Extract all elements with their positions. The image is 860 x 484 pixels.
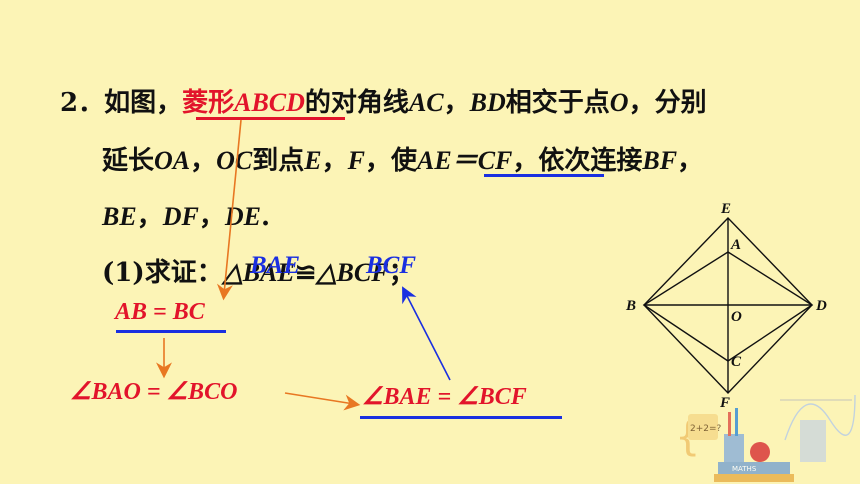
arrow-angle-to-angle xyxy=(284,392,361,411)
problem-number: 2．如图， xyxy=(60,88,183,118)
step1-underline xyxy=(116,330,226,333)
problem-line-1: 2．如图，菱形ABCD的对角线AC，BD相交于点O，分别 xyxy=(60,88,707,118)
rhombus-underline xyxy=(196,117,345,120)
label-c: C xyxy=(731,354,742,370)
math-clipart: { 2+2=? MATHS xyxy=(675,394,856,482)
graph-curve xyxy=(784,394,856,441)
condition-ae-cf: AE＝CF xyxy=(417,146,513,175)
condition-underline xyxy=(484,174,604,177)
step-angle-bao-bco: ∠BAO = ∠BCO xyxy=(70,379,238,405)
pencil-cup-icon xyxy=(724,434,744,464)
seg-be: BE xyxy=(102,202,137,231)
punct: ； xyxy=(388,258,415,288)
label-b: B xyxy=(625,298,636,314)
punct: ， xyxy=(198,202,225,232)
label-e: E xyxy=(720,201,731,217)
seg-ac: AC xyxy=(408,88,444,117)
note-card xyxy=(688,414,718,440)
arrow-angle-to-triangle xyxy=(402,286,451,381)
label-o: O xyxy=(731,309,742,325)
punct: ， xyxy=(677,146,704,176)
seg-oa: OA xyxy=(154,146,191,175)
seg-bd: BD xyxy=(469,88,506,117)
pencil-icon xyxy=(735,408,738,436)
label-a: A xyxy=(730,237,741,253)
step-ab-eq-bc: AB = BC xyxy=(115,299,205,325)
book-icon xyxy=(718,462,790,474)
step3-underline xyxy=(360,416,562,419)
text-connect: ，依次连接 xyxy=(512,146,643,176)
seg-oc: OC xyxy=(216,146,253,175)
overlay-bae: BAE xyxy=(250,252,301,279)
overlay-bcf: BCF xyxy=(366,252,417,279)
label-f: F xyxy=(719,395,730,411)
text-respectively: ，分别 xyxy=(628,88,707,118)
point-f: F xyxy=(347,146,365,175)
pencil-icon xyxy=(728,412,731,436)
point-o: O xyxy=(609,88,629,117)
part-1: (1)求证：△BAE≌△BCF； xyxy=(102,258,415,288)
text-intersect: 相交于点 xyxy=(505,88,610,118)
note-text: 2+2=? xyxy=(690,424,722,434)
seg-df: DF xyxy=(162,202,199,231)
arrow-rhombus-to-ab xyxy=(216,119,242,301)
label-d: D xyxy=(815,298,827,314)
punct: ， xyxy=(321,146,348,176)
text-make: ，使 xyxy=(365,146,418,176)
ruler-icon xyxy=(800,420,826,462)
part-1-label: (1)求证： xyxy=(102,258,223,288)
text-diagonal: 的对角线 xyxy=(304,88,409,118)
text-to-point: 到点 xyxy=(252,146,305,176)
punct: ， xyxy=(136,202,163,232)
apple-icon xyxy=(750,442,770,462)
problem-line-3: BE，DF，DE. xyxy=(102,202,270,232)
point-e: E xyxy=(304,146,322,175)
congruent-symbol: ≌ xyxy=(294,258,317,288)
triangle-bae: △BAE xyxy=(222,258,295,287)
book-icon xyxy=(714,474,794,482)
book-label: MATHS xyxy=(732,465,757,473)
text-extend: 延长 xyxy=(102,146,155,176)
problem-line-2: 延长OA，OC到点E，F，使AE＝CF，依次连接BF， xyxy=(102,146,703,176)
triangle-bcf: △BCF xyxy=(316,258,389,287)
rhombus-abcd: ABCD xyxy=(234,88,305,117)
punct: ， xyxy=(443,88,470,118)
seg-bf: BF xyxy=(642,146,678,175)
punct: ， xyxy=(190,146,217,176)
step-angle-bae-bcf: ∠BAE = ∠BCF xyxy=(362,384,527,410)
geometry-figure xyxy=(642,216,814,395)
punct: . xyxy=(260,202,271,232)
rhombus-word: 菱形 xyxy=(182,88,235,118)
